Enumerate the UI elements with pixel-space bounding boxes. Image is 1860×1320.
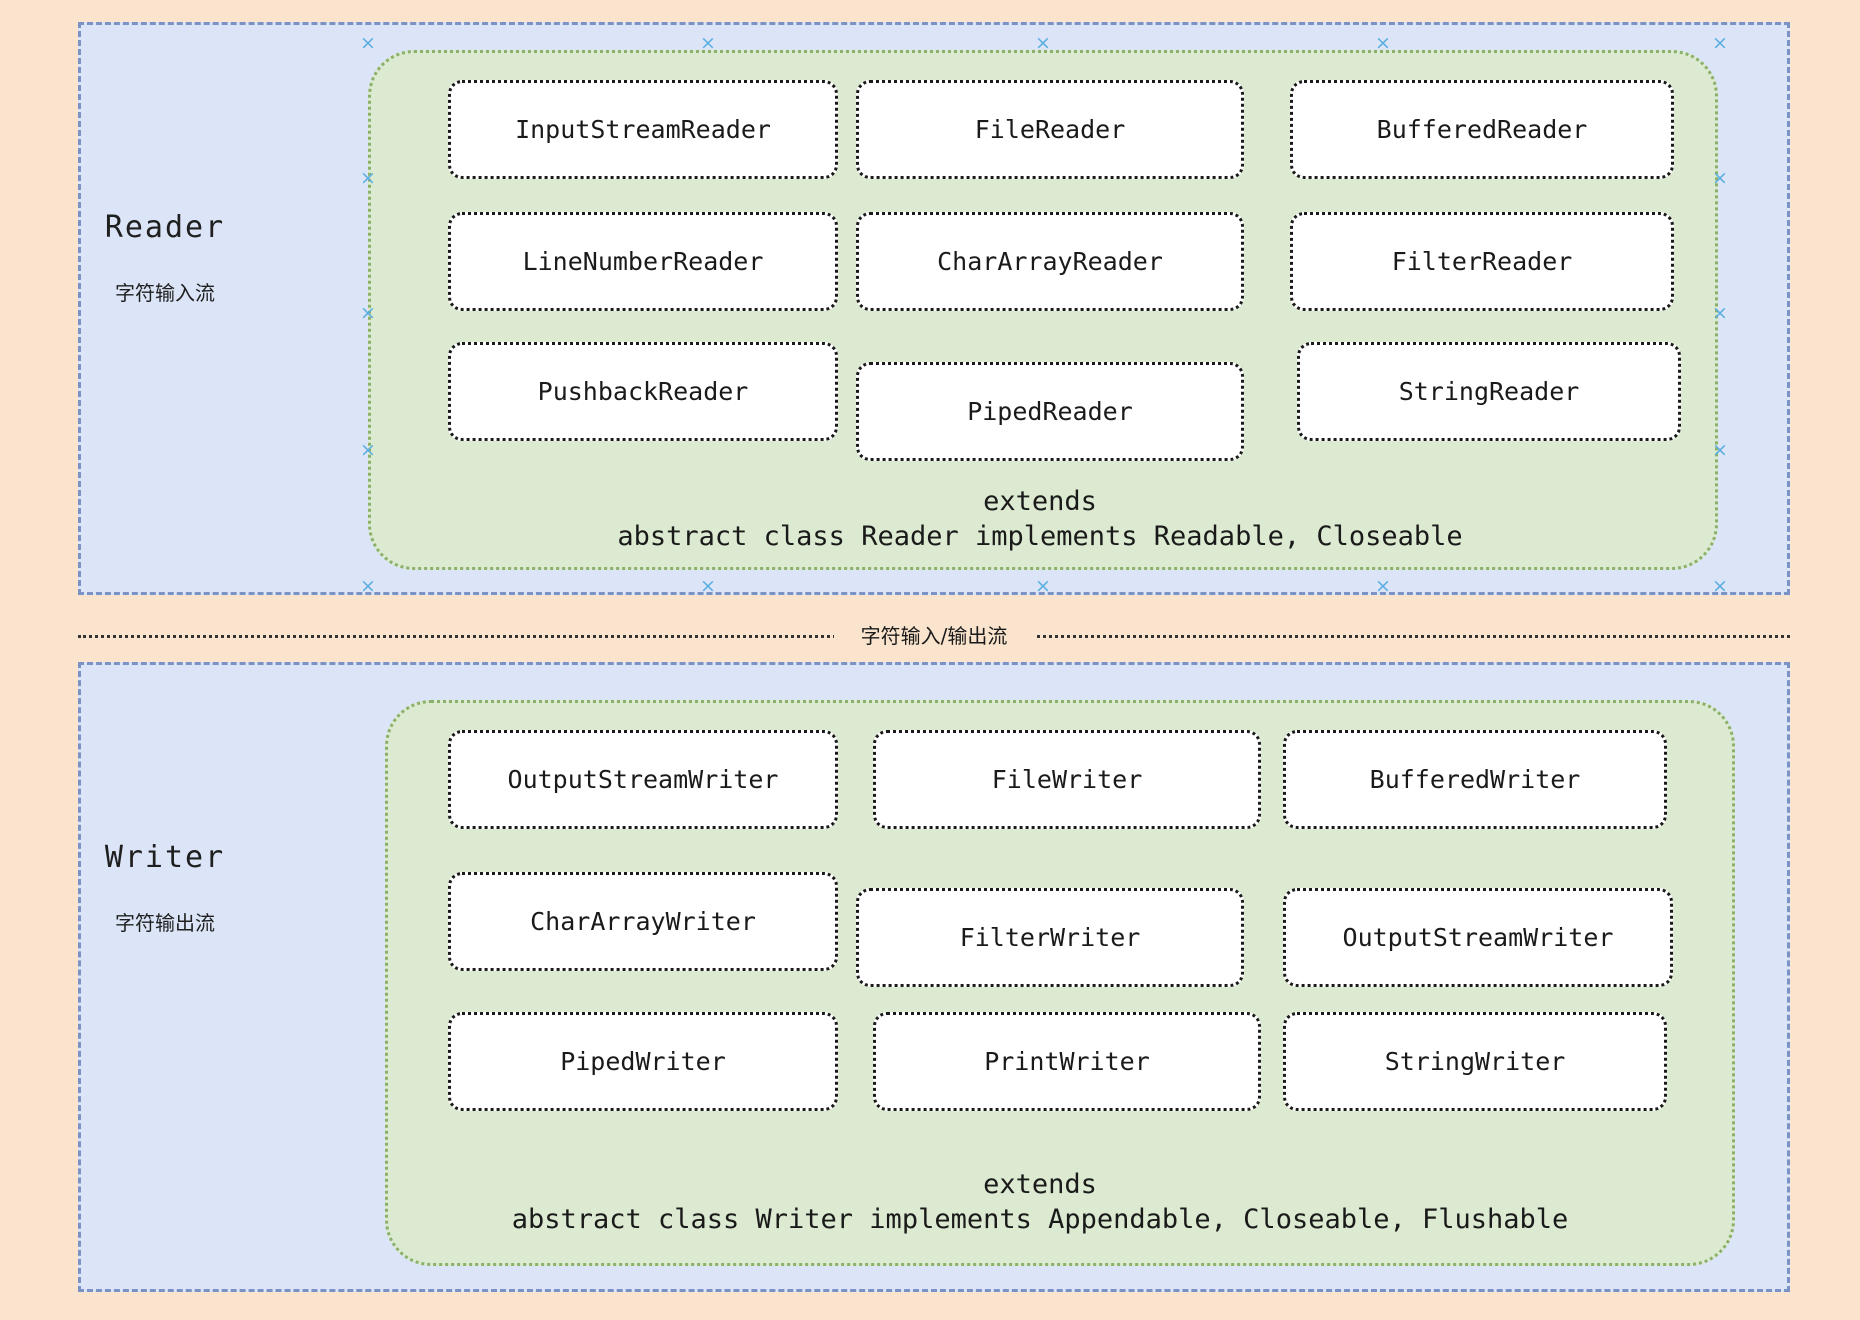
class-box[interactable]: StringWriter: [1283, 1012, 1667, 1111]
class-box[interactable]: FileWriter: [873, 730, 1261, 829]
extends-signature: abstract class Writer implements Appenda…: [511, 1204, 1569, 1236]
class-box[interactable]: FilterReader: [1290, 212, 1674, 311]
section-writer-label: Writer 字符输出流: [30, 840, 300, 936]
extends-keyword: extends: [983, 1169, 1097, 1200]
resize-handle-e3[interactable]: ×: [1712, 439, 1728, 461]
resize-handle-e2[interactable]: ×: [1712, 302, 1728, 324]
resize-handle-se[interactable]: ×: [1712, 575, 1728, 597]
class-box[interactable]: FilterWriter: [856, 888, 1244, 987]
resize-handle-w3[interactable]: ×: [360, 439, 376, 461]
resize-handle-ne[interactable]: ×: [1712, 32, 1728, 54]
class-box[interactable]: FileReader: [856, 80, 1244, 179]
resize-handle-s2[interactable]: ×: [1035, 575, 1051, 597]
extends-block-reader: extends abstract class Reader implements…: [420, 484, 1660, 554]
resize-handle-sw[interactable]: ×: [360, 575, 376, 597]
resize-handle-n3[interactable]: ×: [1375, 32, 1391, 54]
resize-handle-w2[interactable]: ×: [360, 302, 376, 324]
extends-keyword: extends: [983, 486, 1097, 517]
resize-handle-n2[interactable]: ×: [1035, 32, 1051, 54]
section-reader-subtitle: 字符输入流: [115, 281, 215, 305]
class-box[interactable]: PrintWriter: [873, 1012, 1261, 1111]
class-box[interactable]: PushbackReader: [448, 342, 838, 441]
class-box[interactable]: CharArrayReader: [856, 212, 1244, 311]
class-box[interactable]: CharArrayWriter: [448, 872, 838, 971]
extends-signature: abstract class Reader implements Readabl…: [617, 521, 1463, 553]
resize-handle-n[interactable]: ×: [700, 32, 716, 54]
class-box[interactable]: InputStreamReader: [448, 80, 838, 179]
divider-label: 字符输入/输出流: [834, 620, 1034, 649]
class-box[interactable]: LineNumberReader: [448, 212, 838, 311]
section-writer-subtitle: 字符输出流: [115, 911, 215, 935]
resize-handle-s3[interactable]: ×: [1375, 575, 1391, 597]
class-box[interactable]: OutputStreamWriter: [448, 730, 838, 829]
class-box[interactable]: PipedReader: [856, 362, 1244, 461]
class-box[interactable]: OutputStreamWriter: [1283, 888, 1673, 987]
section-reader-label: Reader 字符输入流: [30, 210, 300, 306]
class-box[interactable]: BufferedWriter: [1283, 730, 1667, 829]
extends-block-writer: extends abstract class Writer implements…: [340, 1167, 1740, 1237]
resize-handle-e[interactable]: ×: [1712, 167, 1728, 189]
resize-handle-w[interactable]: ×: [360, 167, 376, 189]
resize-handle-s[interactable]: ×: [700, 575, 716, 597]
section-reader-title: Reader: [104, 210, 226, 245]
divider: 字符输入/输出流: [78, 620, 1790, 649]
section-writer-title: Writer: [104, 840, 226, 875]
resize-handle-nw[interactable]: ×: [360, 32, 376, 54]
class-box[interactable]: PipedWriter: [448, 1012, 838, 1111]
class-box[interactable]: StringReader: [1297, 342, 1681, 441]
class-box[interactable]: BufferedReader: [1290, 80, 1674, 179]
